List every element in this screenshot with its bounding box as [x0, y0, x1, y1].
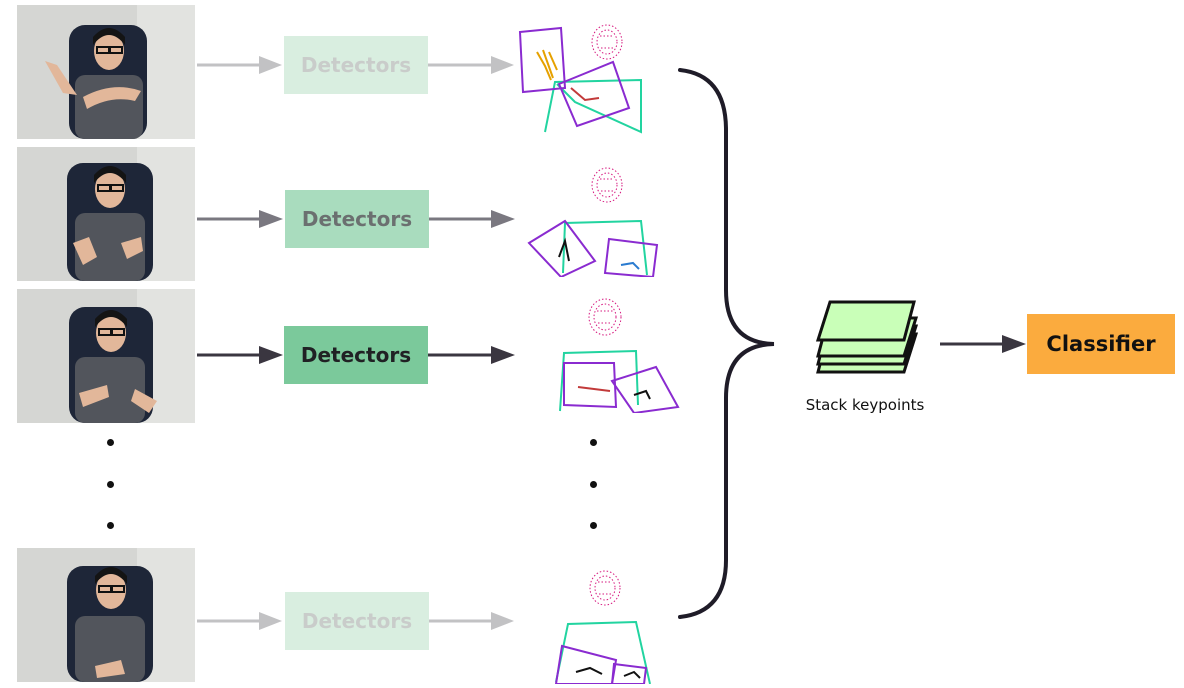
video-frame-3: [17, 289, 195, 423]
face-mesh-icon: [591, 167, 623, 203]
hand-box-left: [554, 644, 618, 684]
classifier-box: Classifier: [1027, 314, 1175, 374]
ellipsis-dot: [590, 522, 597, 529]
hand-box-right: [610, 365, 680, 413]
detector-label: Detectors: [300, 53, 412, 77]
grouping-brace: [678, 68, 775, 619]
detector-box-4: Detectors: [285, 592, 429, 650]
detector-box-3: Detectors: [284, 326, 428, 384]
stack-keypoints-icon: [815, 300, 919, 374]
ellipsis-dot: [107, 522, 114, 529]
pose-skeleton: [544, 78, 642, 134]
ellipsis-dot: [590, 439, 597, 446]
keypoints-overlay-3: [559, 298, 680, 413]
face-mesh-icon: [588, 298, 622, 336]
hand-box-left: [563, 362, 618, 409]
keypoints-overlay-1: [518, 24, 642, 134]
detector-label: Detectors: [301, 207, 413, 231]
arrow-frame-to-detector-1: [197, 56, 282, 74]
pose-skeleton: [559, 349, 639, 412]
video-frame-1: [17, 5, 195, 139]
arrow-detector-to-keypoints-1: [428, 56, 514, 74]
pose-skeleton: [555, 620, 651, 684]
face-mesh-icon: [589, 570, 621, 606]
detector-box-1: Detectors: [284, 36, 428, 94]
keypoints-overlay-2: [527, 167, 659, 277]
detector-box-2: Detectors: [285, 190, 429, 248]
hand-box-right: [557, 60, 631, 128]
hand-box-left: [527, 219, 597, 277]
ellipsis-dot: [590, 481, 597, 488]
detector-label: Detectors: [300, 343, 412, 367]
pose-skeleton: [562, 219, 648, 276]
arrow-detector-to-keypoints-4: [428, 612, 514, 630]
arrow-frame-to-detector-2: [197, 210, 283, 228]
hand-box-left: [518, 26, 567, 94]
ellipsis-dot: [107, 439, 114, 446]
arrow-frame-to-detector-4: [197, 612, 282, 630]
video-frame-4: [17, 548, 195, 682]
hand-box-right: [610, 662, 648, 684]
face-mesh-icon: [591, 24, 623, 60]
video-frame-2: [17, 147, 195, 281]
classifier-label: Classifier: [1046, 332, 1156, 356]
stack-keypoints-label: Stack keypoints: [805, 396, 925, 414]
ellipsis-dot: [107, 481, 114, 488]
detector-label: Detectors: [301, 609, 413, 633]
arrow-frame-to-detector-3: [197, 346, 283, 364]
arrow-detector-to-keypoints-2: [429, 210, 515, 228]
hand-box-right: [603, 237, 659, 277]
arrow-detector-to-keypoints-3: [428, 346, 515, 364]
keypoints-overlay-4: [554, 570, 651, 684]
arrow-stack-to-classifier: [940, 335, 1026, 353]
